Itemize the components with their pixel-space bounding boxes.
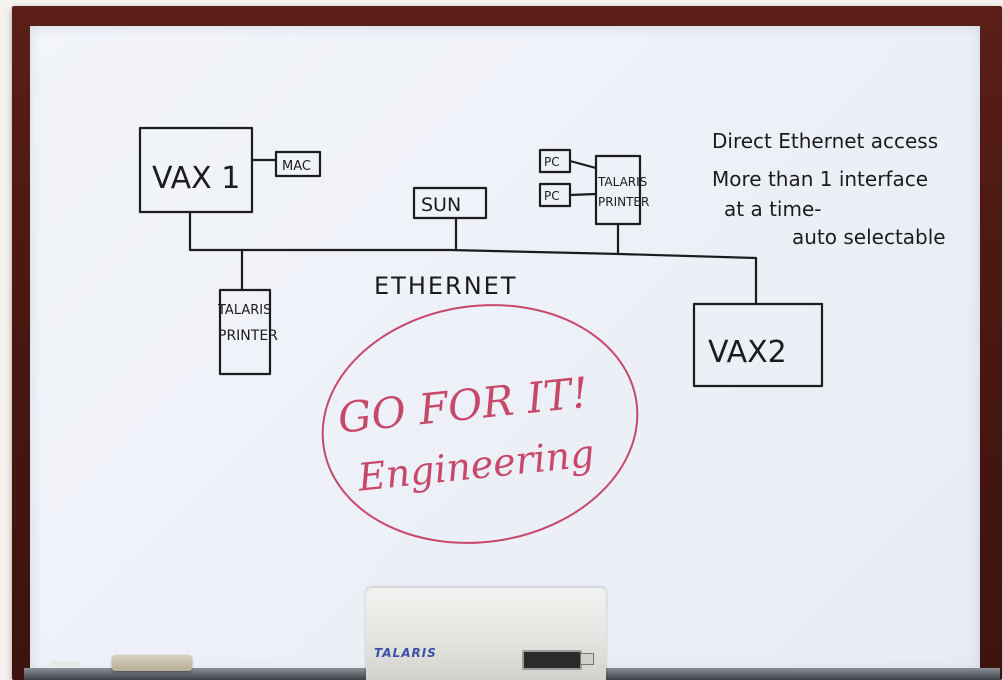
note-line1: Direct Ethernet access	[712, 129, 938, 153]
pc2-label: PC	[544, 189, 560, 203]
pc1-label: PC	[544, 155, 560, 169]
slogan-line2: Engineering	[355, 431, 597, 500]
talaris-printer-left-line2: PRINTER	[218, 328, 278, 344]
note-line4: auto selectable	[792, 225, 946, 249]
slogan-line1: GO FOR IT!	[336, 368, 591, 443]
talaris-printer-top-box	[596, 156, 640, 224]
device-display-slot	[522, 650, 582, 670]
talaris-printer-top-line1: TALARIS	[597, 175, 647, 189]
printer-device: TALARIS	[366, 588, 606, 680]
vax1-label: VAX 1	[152, 161, 240, 196]
vax2-label: VAX2	[708, 335, 787, 370]
talaris-printer-left-line1: TALARIS	[217, 303, 271, 318]
note-line2: More than 1 interface	[712, 167, 928, 191]
whiteboard-eraser	[112, 655, 192, 671]
ethernet-label: ETHERNET	[374, 272, 518, 300]
note-line3: at a time-	[724, 197, 821, 221]
mac-label: MAC	[282, 159, 311, 174]
device-button	[580, 653, 594, 665]
sun-label: SUN	[421, 194, 461, 216]
talaris-printer-top-line2: PRINTER	[598, 195, 649, 209]
whiteboard-marker	[50, 661, 80, 667]
pc-printer-links	[570, 161, 596, 195]
device-brand-logo: TALARIS	[374, 646, 437, 660]
